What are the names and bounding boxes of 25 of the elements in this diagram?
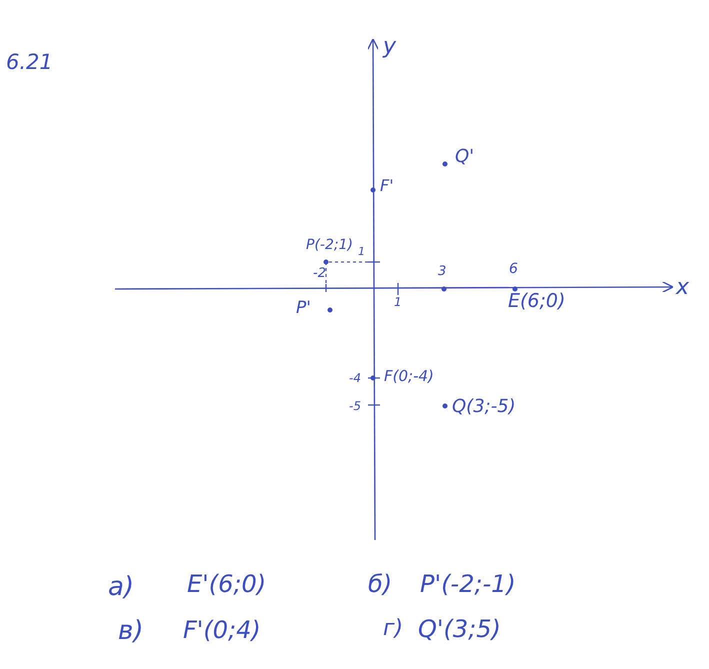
tick-label: 1 — [394, 296, 402, 308]
problem-number: 6.21 — [6, 52, 53, 73]
item-letter: а) — [108, 574, 134, 600]
tick-label: -4 — [349, 372, 361, 384]
answer-text: F'(0;4) — [183, 618, 261, 642]
item-letter: в) — [118, 618, 144, 644]
item-letter: б) — [368, 572, 392, 596]
answer-text: P'(-2;-1) — [420, 572, 516, 596]
point-label: Q' — [455, 148, 474, 166]
tick-label: -5 — [349, 400, 361, 412]
tick-label: -2 — [313, 267, 326, 280]
axis-label: x — [676, 277, 690, 299]
answer-text: E'(6;0) — [187, 572, 266, 596]
point-label: F(0;-4) — [384, 369, 434, 384]
tick-label: 3 — [438, 265, 446, 278]
answer-text: Q'(3;5) — [418, 617, 501, 641]
point-label: F' — [380, 178, 394, 194]
point-label: P' — [296, 300, 311, 317]
tick-label: 1 — [358, 246, 365, 257]
tick-label: 6 — [509, 262, 518, 276]
point-label: E(6;0) — [508, 292, 566, 311]
axis-label: y — [383, 36, 396, 58]
item-letter: г) — [383, 618, 404, 640]
point-label: P(-2;1) — [306, 238, 353, 252]
point-label: Q(3;-5) — [452, 398, 516, 416]
